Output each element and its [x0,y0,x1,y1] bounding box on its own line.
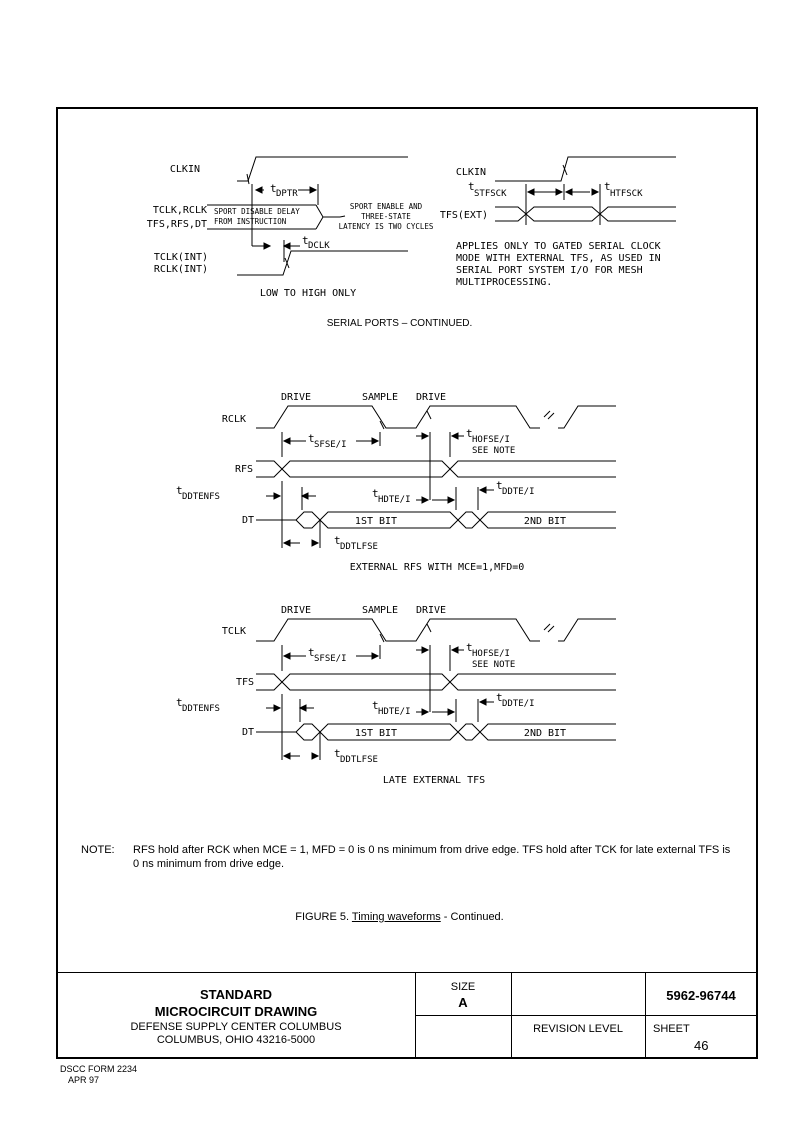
t-ddtlfse-sub-2: DDTLFSE [340,755,378,765]
first-bit-label: 1ST BIT [355,516,397,527]
t-dclk-sub: DCLK [308,241,330,251]
form-number: DSCC FORM 2234 [60,1064,138,1074]
rclk-label: RCLK [222,414,246,425]
title-block-top-rule [57,972,757,973]
drive-label-2: DRIVE [416,392,446,403]
drive-label-3: DRIVE [281,605,311,616]
see-note-label: SEE NOTE [472,446,515,456]
size-value: A [458,995,468,1010]
sheet-label: SHEET [653,1023,690,1035]
diagram-late-external-tfs [256,618,616,760]
second-bit-label: 2ND BIT [524,516,566,527]
rfs-label: RFS [235,464,253,475]
t-sfse-t: t [308,432,315,445]
clkin-label: CLKIN [170,164,200,175]
t-ddte-t: t [496,479,503,492]
sample-label: SAMPLE [362,392,398,403]
t-dclk-t: t [302,234,309,247]
dt-label: DT [242,515,254,526]
figure-suffix: - Continued. [440,911,504,923]
dt-label-2: DT [242,727,254,738]
t-hdte-t: t [372,487,379,500]
sport-enable-line1: SPORT ENABLE AND [350,202,423,211]
revision-level-label: REVISION LEVEL [533,1023,623,1035]
standard-label: STANDARD [200,987,272,1002]
dscc-label: DEFENSE SUPPLY CENTER COLUMBUS [130,1021,342,1033]
note-label: NOTE: [81,844,115,856]
t-htfsck-t: t [604,180,611,193]
applies-line3: SERIAL PORT SYSTEM I/O FOR MESH [456,265,643,276]
tfs-rfs-dt-label: TFS,RFS,DT [147,219,207,230]
t-ddtenfs-t-2: t [176,696,183,709]
size-label: SIZE [450,981,476,993]
figure-prefix: FIGURE 5. [295,911,350,923]
rclk-int-label: RCLK(INT) [154,264,208,275]
tclk-label: TCLK [222,626,246,637]
see-note-label-2: SEE NOTE [472,660,515,670]
t-hdte-sub-2: HDTE/I [378,707,411,717]
drive-label-1: DRIVE [281,392,311,403]
page-frame [56,107,758,1059]
late-external-tfs-caption: LATE EXTERNAL TFS [383,775,485,786]
t-hofse-sub-2: HOFSE/I [472,649,510,659]
t-hofse-sub: HOFSE/I [472,435,510,445]
applies-line4: MULTIPROCESSING. [456,277,552,288]
figure-caption: FIGURE 5. Timing waveforms - Continued. [0,911,799,923]
t-hdte-sub: HDTE/I [378,495,411,505]
t-ddtenfs-t: t [176,484,183,497]
form-date: APR 97 [68,1075,100,1085]
figure-title: Timing waveforms [351,911,441,923]
t-hofse-t-2: t [466,641,473,654]
sport-enable-line2: THREE-STATE [361,212,411,221]
drawing-number: 5962-96744 [666,988,736,1003]
t-sfse-t-2: t [308,646,315,659]
title-block-mid-rule [415,1015,757,1016]
tclk-rclk-label: TCLK,RCLK [153,205,207,216]
t-ddtlfse-t-2: t [334,747,341,760]
applies-line2: MODE WITH EXTERNAL TFS, AS USED IN [456,253,661,264]
t-dptr-t: t [270,182,277,195]
sport-disable-line1: SPORT DISABLE DELAY [214,207,300,216]
address-label: COLUMBUS, OHIO 43216-5000 [156,1034,316,1046]
t-ddte-sub: DDTE/I [502,487,535,497]
t-htfsck-sub: HTFSCK [610,189,643,199]
sheet-number: 46 [694,1038,709,1053]
diagram-gated-tfs [495,156,676,225]
serial-ports-caption: SERIAL PORTS – CONTINUED. [326,318,473,329]
clkin-label-2: CLKIN [456,167,486,178]
t-sfse-sub: SFSE/I [314,440,347,450]
t-ddtlfse-sub: DDTLFSE [340,542,378,552]
form-footer: DSCC FORM 2234 APR 97 [60,1064,137,1086]
t-ddtenfs-sub: DDTENFS [182,492,220,502]
drive-label-4: DRIVE [416,605,446,616]
applies-line1: APPLIES ONLY TO GATED SERIAL CLOCK [456,241,661,252]
t-stfsck-sub: STFSCK [474,189,507,199]
note-text: RFS hold after RCK when MCE = 1, MFD = 0… [133,844,731,870]
diagram-external-rfs [256,405,616,548]
diagram-sport-disable [207,156,408,276]
sport-disable-line2: FROM INSTRUCTION [214,217,286,226]
tclk-int-label: TCLK(INT) [154,252,208,263]
t-ddtlfse-t: t [334,534,341,547]
tfs-ext-label: TFS(EXT) [440,210,488,221]
t-sfse-sub-2: SFSE/I [314,654,347,664]
t-stfsck-t: t [468,180,475,193]
t-ddte-t-2: t [496,691,503,704]
sample-label-2: SAMPLE [362,605,398,616]
low-to-high-label: LOW TO HIGH ONLY [260,288,356,299]
t-ddtenfs-sub-2: DDTENFS [182,704,220,714]
microcircuit-label: MICROCIRCUIT DRAWING [154,1004,318,1019]
sport-enable-line3: LATENCY IS TWO CYCLES [339,222,434,231]
t-dptr-sub: DPTR [276,189,298,199]
t-ddte-sub-2: DDTE/I [502,699,535,709]
t-hdte-t-2: t [372,699,379,712]
t-hofse-t: t [466,427,473,440]
second-bit-label-2: 2ND BIT [524,728,566,739]
first-bit-label-2: 1ST BIT [355,728,397,739]
external-rfs-caption: EXTERNAL RFS WITH MCE=1,MFD=0 [350,562,525,573]
tfs-label: TFS [236,677,254,688]
